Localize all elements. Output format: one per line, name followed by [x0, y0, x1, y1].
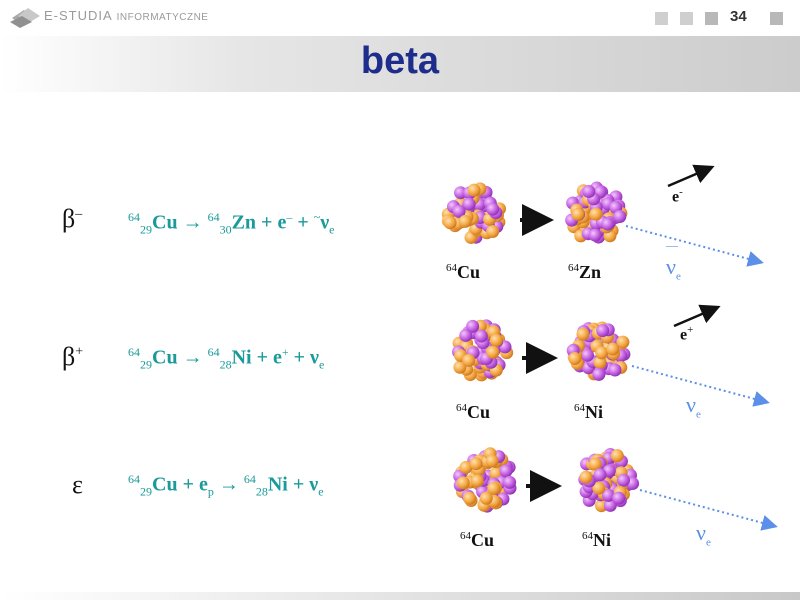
beta-plus-symbol: β+	[62, 342, 84, 371]
neutrino-track-1	[625, 225, 764, 267]
nucleus-4	[566, 321, 631, 381]
nucleon	[463, 491, 477, 505]
neutrino-label-2: νe	[686, 392, 701, 421]
nucleon	[601, 488, 615, 502]
electron-label: e-	[672, 186, 683, 206]
nucleon	[454, 186, 468, 200]
nucleon	[456, 476, 470, 490]
nucleon	[487, 481, 501, 495]
nucleon	[499, 464, 513, 478]
nucleon	[608, 363, 622, 377]
nucleon	[462, 353, 476, 367]
nucleon	[612, 491, 626, 505]
electron-track-1	[667, 164, 715, 188]
electron-capture-equation: 6429Cu + ep → 6428Ni + νe	[128, 472, 324, 499]
nucleon	[582, 184, 596, 198]
nucleon	[503, 475, 517, 489]
neutrino-track-2	[631, 365, 770, 407]
nav-square-3[interactable]	[705, 12, 718, 25]
nucleon	[576, 327, 590, 341]
nucleon	[588, 228, 602, 242]
nucleon	[470, 474, 484, 488]
neutrino-label-3: νe	[696, 520, 711, 549]
parent-label-3: 64Cu	[460, 530, 495, 550]
nav-square-2[interactable]	[680, 12, 693, 25]
nucleon	[469, 457, 483, 471]
nucleon	[580, 348, 594, 362]
logo-main: E-STUDIA	[44, 8, 112, 23]
nav-square-1[interactable]	[655, 12, 668, 25]
header: E-STUDIA INFORMATYCZNE 34	[0, 0, 800, 36]
footer-bar	[0, 592, 800, 600]
electron-capture-symbol: ε	[72, 470, 83, 499]
nucleon	[593, 468, 607, 482]
nucleon	[610, 449, 624, 463]
nucleon	[589, 207, 603, 221]
nucleon	[606, 342, 620, 356]
nucleon	[474, 329, 488, 343]
positron-track	[673, 304, 721, 328]
nucleon	[486, 225, 500, 239]
beta-minus-symbol: β–	[62, 204, 83, 233]
daughter-label-3: 64Ni	[582, 530, 611, 550]
nucleon	[486, 345, 500, 359]
nucleon	[485, 454, 499, 468]
nucleon	[592, 367, 606, 381]
nucleon	[616, 473, 630, 487]
nucleon	[466, 319, 480, 333]
beta-plus-equation: 6429Cu → 6428Ni + e+ + νe	[128, 345, 325, 372]
nucleon	[601, 217, 615, 231]
nucleon	[595, 346, 609, 360]
beta-minus-equation: 6429Cu → 6430Zn + e– + ~νe	[128, 210, 335, 237]
nucleon	[592, 481, 606, 495]
parent-label-2: 64Cu	[456, 402, 491, 422]
nucleus-2	[565, 181, 628, 244]
nucleon	[489, 333, 503, 347]
nucleon	[613, 210, 627, 224]
nucleon	[467, 183, 481, 197]
nucleus-6	[578, 447, 640, 513]
nucleon	[462, 197, 476, 211]
nucleon	[458, 214, 472, 228]
logo-sub: INFORMATYCZNE	[116, 12, 209, 23]
nucleon	[443, 216, 457, 230]
daughter-label-1: 64Zn	[568, 262, 602, 282]
neutrino-track-3	[639, 489, 778, 531]
daughter-label-2: 64Ni	[574, 402, 603, 422]
nucleus-3	[452, 319, 514, 382]
nucleon	[459, 328, 473, 342]
antineutrino-label: —νe	[666, 238, 681, 283]
title-bar	[0, 36, 800, 92]
nucleon	[452, 204, 466, 218]
nucleus-5	[453, 447, 517, 513]
positron-label: e+	[680, 324, 694, 344]
nav-square-4[interactable]	[770, 12, 783, 25]
e-studia-logo-icon	[10, 8, 40, 28]
nucleon	[479, 491, 493, 505]
logo-text: E-STUDIA INFORMATYCZNE	[44, 8, 208, 23]
nucleon	[596, 324, 610, 338]
nucleus-1	[441, 182, 506, 244]
nucleon	[579, 470, 593, 484]
page-number: 34	[730, 8, 747, 25]
nucleon	[568, 352, 582, 366]
nucleon	[459, 460, 473, 474]
slide-title: beta	[360, 40, 440, 82]
parent-label-1: 64Cu	[446, 262, 481, 282]
nucleon	[571, 207, 585, 221]
nucleon	[588, 457, 602, 471]
nucleon	[486, 202, 500, 216]
nucleon	[616, 335, 630, 349]
nucleon	[453, 360, 467, 374]
